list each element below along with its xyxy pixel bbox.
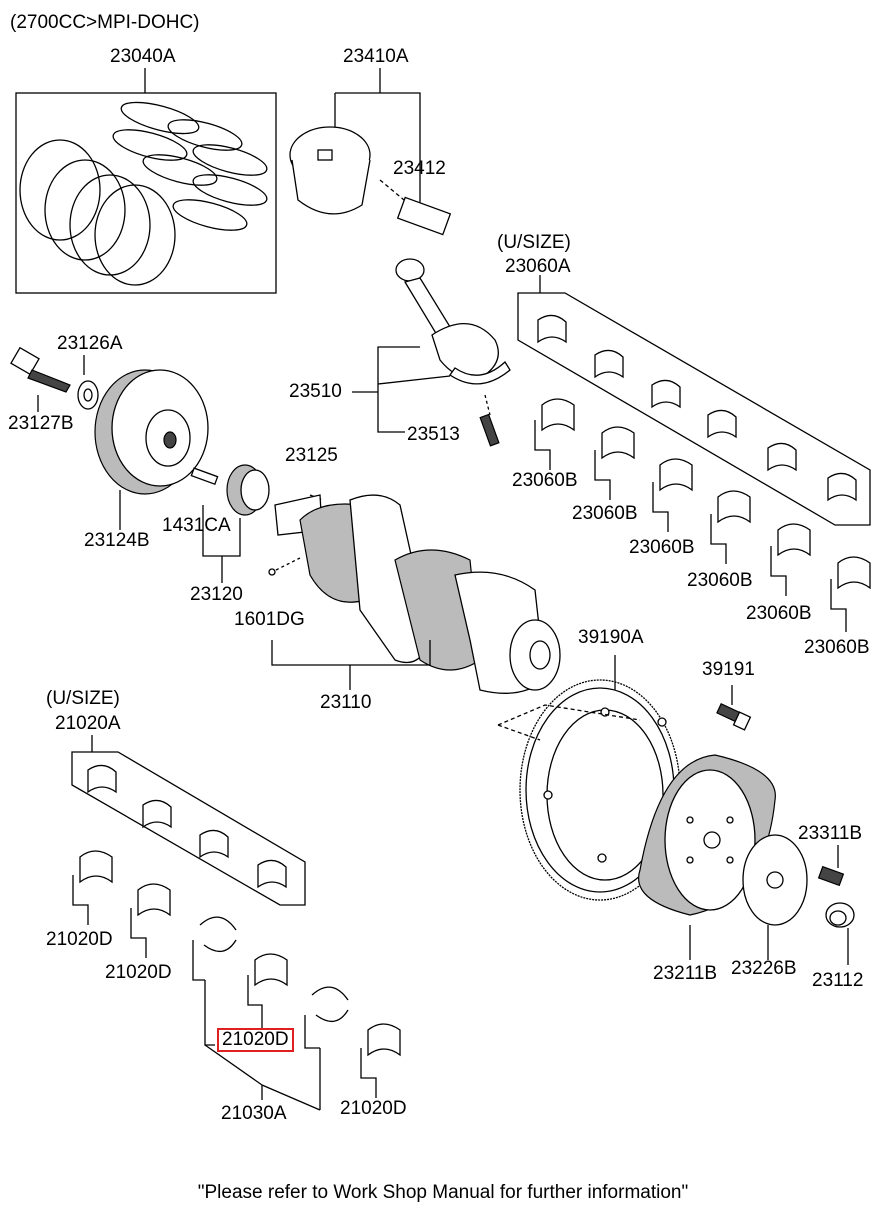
adapter-plate-illustration	[638, 754, 776, 960]
connecting-rod-illustration	[352, 258, 511, 447]
part-23412-label[interactable]: 23412	[393, 158, 446, 179]
timing-sprocket-illustration	[190, 464, 322, 583]
pulley-bolt-illustration	[10, 346, 99, 412]
part-1601dg-label[interactable]: 1601DG	[234, 609, 305, 630]
crank-bolt-illustration	[817, 845, 855, 965]
part-23127b-label[interactable]: 23127B	[8, 413, 74, 434]
usize-top-label: (U/SIZE)	[497, 232, 571, 253]
usize-bottom-label: (U/SIZE)	[46, 688, 120, 709]
part-21020d-label-2[interactable]: 21020D	[105, 962, 172, 983]
part-23060b-label-5[interactable]: 23060B	[746, 603, 812, 624]
part-23124b-label[interactable]: 23124B	[84, 530, 150, 551]
part-23060b-label-3[interactable]: 23060B	[629, 537, 695, 558]
part-23060b-label-4[interactable]: 23060B	[687, 570, 753, 591]
part-39191-label[interactable]: 39191	[702, 659, 755, 680]
part-23060b-label-2[interactable]: 23060B	[572, 503, 638, 524]
piston-illustration	[289, 68, 452, 236]
engine-spec-label: (2700CC>MPI-DOHC)	[10, 12, 200, 33]
part-23112-label[interactable]: 23112	[812, 970, 864, 991]
reinforcement-plate-illustration	[742, 834, 808, 960]
part-23410a-label[interactable]: 23410A	[343, 46, 409, 67]
part-23060b-label-6[interactable]: 23060B	[804, 637, 870, 658]
part-23125-label[interactable]: 23125	[285, 445, 338, 466]
part-21020a-label[interactable]: 21020A	[55, 713, 121, 734]
part-21020d-label-1[interactable]: 21020D	[46, 929, 113, 950]
upper-bearing-set-illustration	[517, 275, 871, 526]
part-23513-label[interactable]: 23513	[407, 424, 460, 445]
part-21030a-label[interactable]: 21030A	[221, 1103, 287, 1124]
part-23060b-label-1[interactable]: 23060B	[512, 470, 578, 491]
part-1431ca-label[interactable]: 1431CA	[162, 515, 231, 536]
part-23060a-label[interactable]: 23060A	[505, 256, 571, 277]
part-21020d-label-4[interactable]: 21020D	[340, 1098, 407, 1119]
part-21020d-label-highlighted[interactable]: 21020D	[217, 1028, 294, 1052]
flexplate-bolt-illustration	[716, 685, 752, 731]
crankshaft-illustration	[268, 494, 561, 694]
lower-bearing-set-illustration	[71, 735, 306, 906]
bearing-halves-23060b	[534, 398, 871, 632]
part-23040a-label[interactable]: 23040A	[110, 46, 176, 67]
damper-pulley-illustration	[94, 369, 209, 530]
part-23126a-label[interactable]: 23126A	[57, 333, 123, 354]
footer-note: "Please refer to Work Shop Manual for fu…	[197, 1182, 689, 1203]
part-23211b-label[interactable]: 23211B	[653, 963, 718, 984]
part-23311b-label[interactable]: 23311B	[798, 823, 863, 844]
part-23120-label[interactable]: 23120	[190, 584, 243, 605]
flexplate-ring-gear-illustration	[497, 655, 681, 901]
lower-bearings-and-thrust-washers	[72, 850, 401, 1111]
part-23110-label[interactable]: 23110	[320, 692, 372, 713]
part-23510-label[interactable]: 23510	[289, 381, 342, 402]
piston-ring-set-illustration	[15, 68, 277, 294]
part-39190a-label[interactable]: 39190A	[578, 627, 644, 648]
part-23226b-label[interactable]: 23226B	[731, 958, 797, 979]
